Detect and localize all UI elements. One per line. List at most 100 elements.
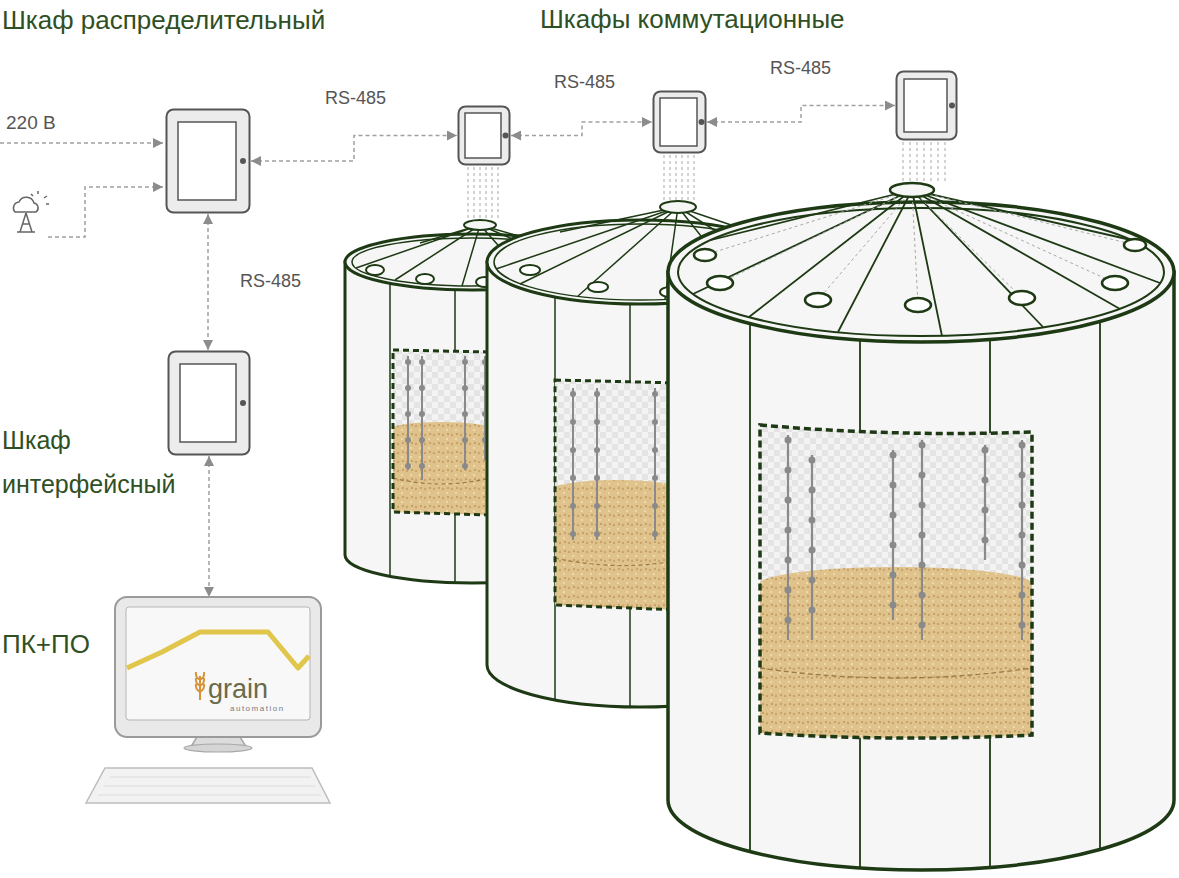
cabinet-handle [503,133,509,139]
cabinet-door [465,113,501,158]
sensor-wires-path [664,155,694,203]
weather-station-icon-path [17,213,35,232]
silo-g-path [573,394,655,540]
silo-path [693,190,1160,336]
connector-label: RS-485 [238,271,303,292]
cabinet-handle [240,158,246,164]
silo-g [788,435,1022,640]
computer-heading: ПК+ПО [2,628,102,660]
cabinet-door [660,98,697,146]
silo-g-path [788,440,1022,640]
silo-g-path [573,388,655,540]
silo-g [757,567,1035,745]
cabinet-door [180,364,236,442]
cabinet-icon [895,70,958,141]
cabinet-handle [240,400,246,406]
silo-ellipse [694,249,716,261]
silo-g-rect [757,585,1035,745]
switching-cabinet [895,70,958,141]
silo-ellipse [366,265,384,275]
silo [668,183,1174,870]
silo-g-path [760,668,1032,678]
computer-node: ПК+ПО [115,597,321,737]
silo-ellipse [464,220,496,230]
silo-ellipse [416,274,434,284]
power-line [0,142,163,144]
silo-path [668,272,1174,870]
logo-subtext: automation [230,704,285,713]
cabinet-heading: Шкаф распределительный [2,4,342,36]
silo-g-ellipse [389,422,493,438]
weather-station-icon-path [31,191,49,204]
cabinet-handle [949,103,955,109]
silo-g-path [408,362,485,480]
silo-g [389,422,493,520]
silo-path [555,380,680,610]
silo-ellipse [588,282,608,292]
cabinet-housing [169,352,250,455]
rs485-connector [511,122,652,136]
connector-label: RS-485 [323,88,388,109]
silo-ellipse [890,183,934,197]
connector-label: RS-485 [768,58,833,79]
silo-g [551,480,683,615]
cabinet-housing [654,92,706,153]
silo-ellipse [707,276,733,290]
silo-g-path [788,435,1022,640]
silo-ellipse [905,298,931,312]
computer-illustration-path [98,777,321,795]
distribution-cabinet: Шкаф распределительный [165,108,251,214]
connector-label: RS-485 [552,72,617,93]
silo-g-ellipse [551,480,683,500]
silo-g-path [555,558,680,566]
cabinet-housing [167,110,250,213]
cabinet-housing [459,107,510,165]
silo-g-path [408,356,485,480]
group-heading: Шкафы коммутационные [540,4,845,35]
cabinet-handle [699,119,705,125]
cabinet-icon [652,90,707,154]
sensor-wires-path [903,142,945,184]
silo-g [705,190,1135,305]
switching-cabinet [652,90,707,154]
silo-ellipse [805,293,831,307]
silo-ellipse [1102,276,1128,290]
switching-cabinet [457,105,511,166]
weather-line [48,187,163,237]
interface-cabinet: Шкаф интерфейсный [167,350,251,456]
weather-station-icon-path [13,197,38,212]
silo-ellipse [1124,239,1146,251]
silo-g-rect [552,490,683,615]
logo-text: grain [208,674,268,705]
silo-path [760,425,1032,738]
computer-illustration-path [196,672,204,700]
cabinet-door [178,122,236,200]
silo-ellipse [668,202,1174,342]
computer-illustration-path [86,768,330,803]
silo-g-path [393,478,490,484]
silo-g [573,388,655,540]
cabinet-icon [167,350,251,456]
silo-g-ellipse [758,567,1034,603]
silo-g-path [705,190,1135,305]
sensor-wires-path [468,167,498,220]
cabinet-housing [897,72,957,140]
rs485-connector [707,106,895,123]
computer-illustration [86,597,330,803]
computer-illustration-polyline [127,632,309,668]
cabinet-door [904,79,947,132]
silo-path [750,321,1100,868]
silo-ellipse [1009,291,1035,305]
rs485-connector [251,136,457,162]
cabinet-icon [165,108,251,214]
cabinet-heading: Шкаф интерфейсный [2,418,197,506]
cabinet-icon [457,105,511,166]
voltage-label: 220 В [6,112,56,134]
computer-illustration-ellipse [184,744,252,752]
rs485-connector [208,456,210,597]
weather-station-icon [13,191,49,232]
silo-g [408,356,485,480]
computer-illustration-rect [126,607,310,720]
